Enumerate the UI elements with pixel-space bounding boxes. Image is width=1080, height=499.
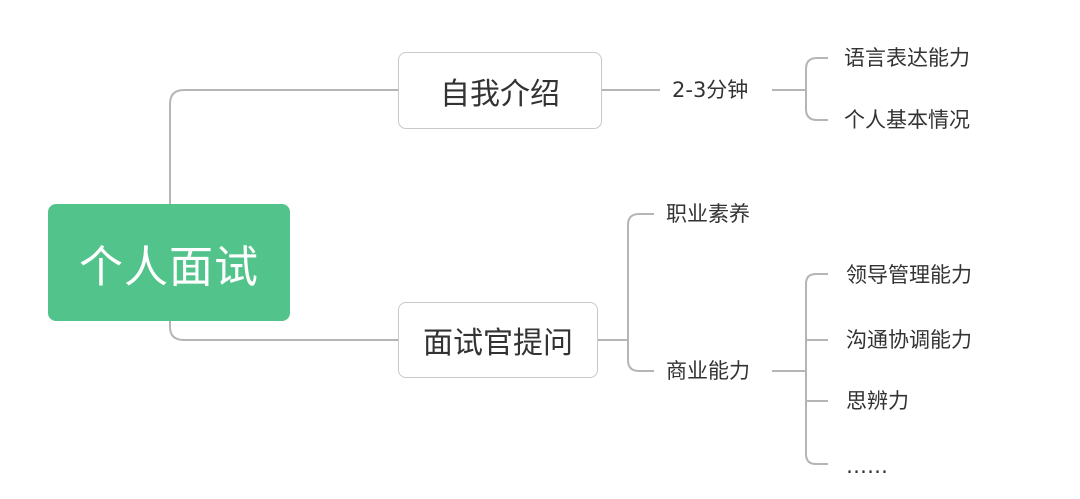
connector-duration-bracket — [772, 57, 828, 121]
connector-root-questions — [169, 321, 398, 341]
more-items-node[interactable]: …… — [846, 454, 888, 478]
language-expression-node[interactable]: 语言表达能力 — [844, 46, 970, 70]
connector-business-bracket — [772, 273, 828, 465]
root-node[interactable]: 个人面试 — [48, 204, 290, 321]
duration-node[interactable]: 2-3分钟 — [672, 78, 749, 102]
connector-questions-bracket — [598, 213, 654, 372]
critical-thinking-node[interactable]: 思辨力 — [846, 389, 909, 413]
personal-info-node[interactable]: 个人基本情况 — [844, 108, 970, 132]
interviewer-questions-node[interactable]: 面试官提问 — [398, 302, 598, 378]
self-intro-node[interactable]: 自我介绍 — [398, 52, 602, 129]
professional-quality-node[interactable]: 职业素养 — [666, 202, 750, 226]
leadership-node[interactable]: 领导管理能力 — [846, 263, 972, 287]
communication-node[interactable]: 沟通协调能力 — [846, 328, 972, 352]
business-ability-node[interactable]: 商业能力 — [666, 359, 750, 383]
connector-root-self-intro — [169, 89, 398, 204]
